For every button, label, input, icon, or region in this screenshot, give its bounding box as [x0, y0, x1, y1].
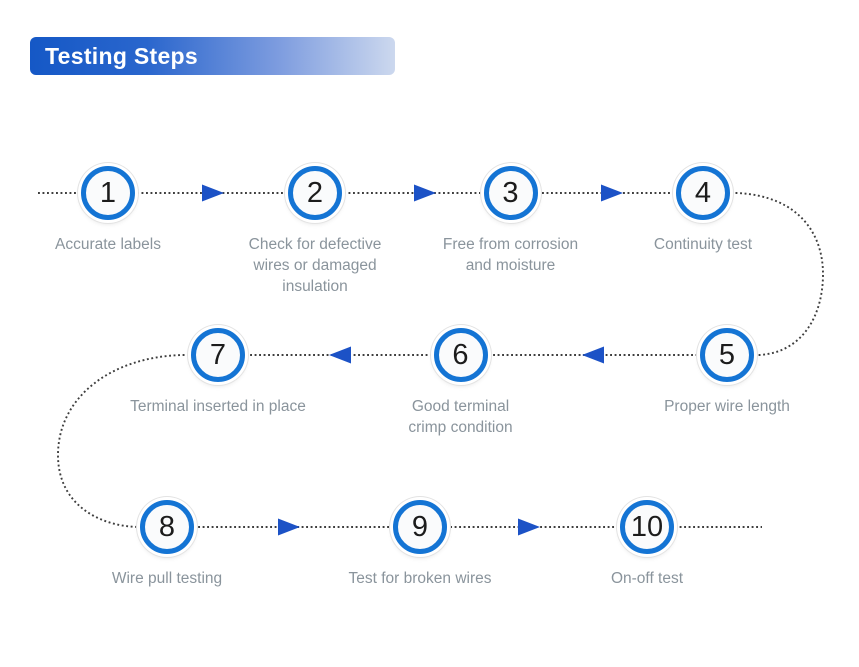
step-node-8: 8 Wire pull testing [82, 500, 252, 590]
step-number: 8 [158, 510, 176, 543]
arrow-right-icon [278, 518, 300, 536]
step-number: 4 [694, 176, 712, 209]
step-label: Accurate labels [55, 236, 161, 253]
step-label: Test for broken wires [348, 570, 492, 587]
step-node-3: 3 Free from corrosion and moisture [428, 166, 593, 277]
arrow-left-icon [582, 346, 604, 364]
page-title: Testing Steps [45, 42, 198, 69]
step-5-circle: 5 [700, 328, 754, 382]
step-number: 3 [502, 176, 519, 209]
step-label: Proper wire length [664, 398, 790, 415]
step-number: 9 [411, 510, 429, 543]
step-node-10: 10 On-off test [567, 500, 727, 590]
step-number: 2 [306, 176, 324, 209]
step-number: 5 [718, 338, 736, 371]
step-label: Good terminal crimp condition [408, 398, 513, 436]
step-number: 6 [452, 338, 469, 371]
step-8-circle: 8 [140, 500, 194, 554]
step-node-6: 6 Good terminal crimp condition [398, 328, 523, 439]
arrow-left-icon [329, 346, 351, 364]
step-7-circle: 7 [191, 328, 245, 382]
step-6-circle: 6 [433, 328, 488, 382]
step-1-circle: 1 [81, 166, 135, 220]
step-label: Wire pull testing [111, 570, 223, 587]
step-number: 7 [209, 338, 227, 371]
step-3-circle: 3 [483, 166, 538, 220]
step-number: 1 [99, 176, 117, 209]
step-9-circle: 9 [393, 500, 447, 554]
step-10-circle: 10 [620, 500, 674, 554]
arrow-right-icon [414, 184, 436, 202]
step-label: Terminal inserted in place [130, 398, 306, 415]
step-label: On-off test [610, 570, 684, 587]
step-node-1: 1 Accurate labels [28, 166, 188, 256]
arrow-right-icon [202, 184, 224, 202]
step-label: Free from corrosion and moisture [442, 236, 579, 274]
step-4-circle: 4 [676, 166, 730, 220]
step-node-4: 4 Continuity test [623, 166, 783, 256]
step-node-9: 9 Test for broken wires [320, 500, 520, 590]
step-node-5: 5 Proper wire length [637, 328, 817, 418]
title-banner: Testing Steps [30, 37, 395, 75]
step-node-7: 7 Terminal inserted in place [103, 328, 333, 418]
arrow-right-icon [601, 184, 623, 202]
arrow-right-icon [518, 518, 540, 536]
step-label: Continuity test [653, 236, 753, 253]
step-node-2: 2 Check for defective wires or damaged i… [230, 166, 400, 298]
step-label: Check for defective wires or damaged ins… [248, 236, 382, 295]
step-2-circle: 2 [288, 166, 342, 220]
step-number: 10 [630, 510, 664, 543]
